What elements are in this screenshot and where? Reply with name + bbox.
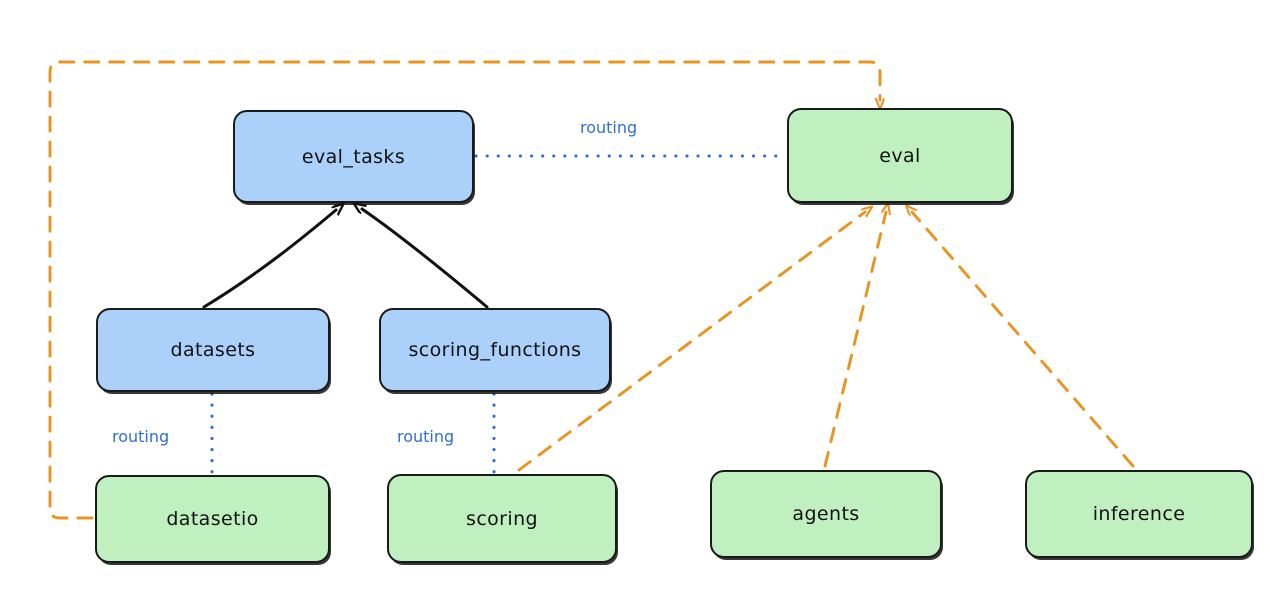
node-label-datasetio: datasetio [166, 508, 259, 530]
edge-scoring-functions-to-eval-tasks [362, 209, 489, 309]
node-datasetio[interactable]: datasetio [95, 475, 330, 563]
node-inference[interactable]: inference [1025, 470, 1253, 558]
edge-label-routing-datasetio: routing [112, 427, 170, 446]
node-scoring[interactable]: scoring [387, 474, 617, 563]
node-label-datasets: datasets [170, 339, 256, 361]
edge-scoring-to-eval [517, 212, 865, 472]
node-agents[interactable]: agents [710, 470, 942, 558]
node-datasets[interactable]: datasets [96, 308, 330, 392]
node-label-eval: eval [879, 144, 921, 167]
edge-label-routing-eval: routing [580, 118, 638, 137]
node-label-agents: agents [792, 503, 860, 525]
edge-datasets-to-eval-tasks [202, 210, 336, 309]
edge-inference-to-eval [912, 212, 1135, 468]
node-label-scoring: scoring [466, 507, 538, 530]
node-label-inference: inference [1092, 503, 1186, 525]
node-label-eval-tasks: eval_tasks [301, 145, 406, 168]
node-eval[interactable]: eval [787, 108, 1013, 203]
edge-datasetio-to-eval [48, 60, 880, 520]
node-eval-tasks[interactable]: eval_tasks [233, 110, 474, 203]
edge-label-routing-scoring: routing [397, 427, 455, 446]
edge-agents-to-eval [823, 212, 886, 468]
node-scoring-functions[interactable]: scoring_functions [379, 308, 611, 392]
node-label-scoring-functions: scoring_functions [408, 339, 582, 361]
